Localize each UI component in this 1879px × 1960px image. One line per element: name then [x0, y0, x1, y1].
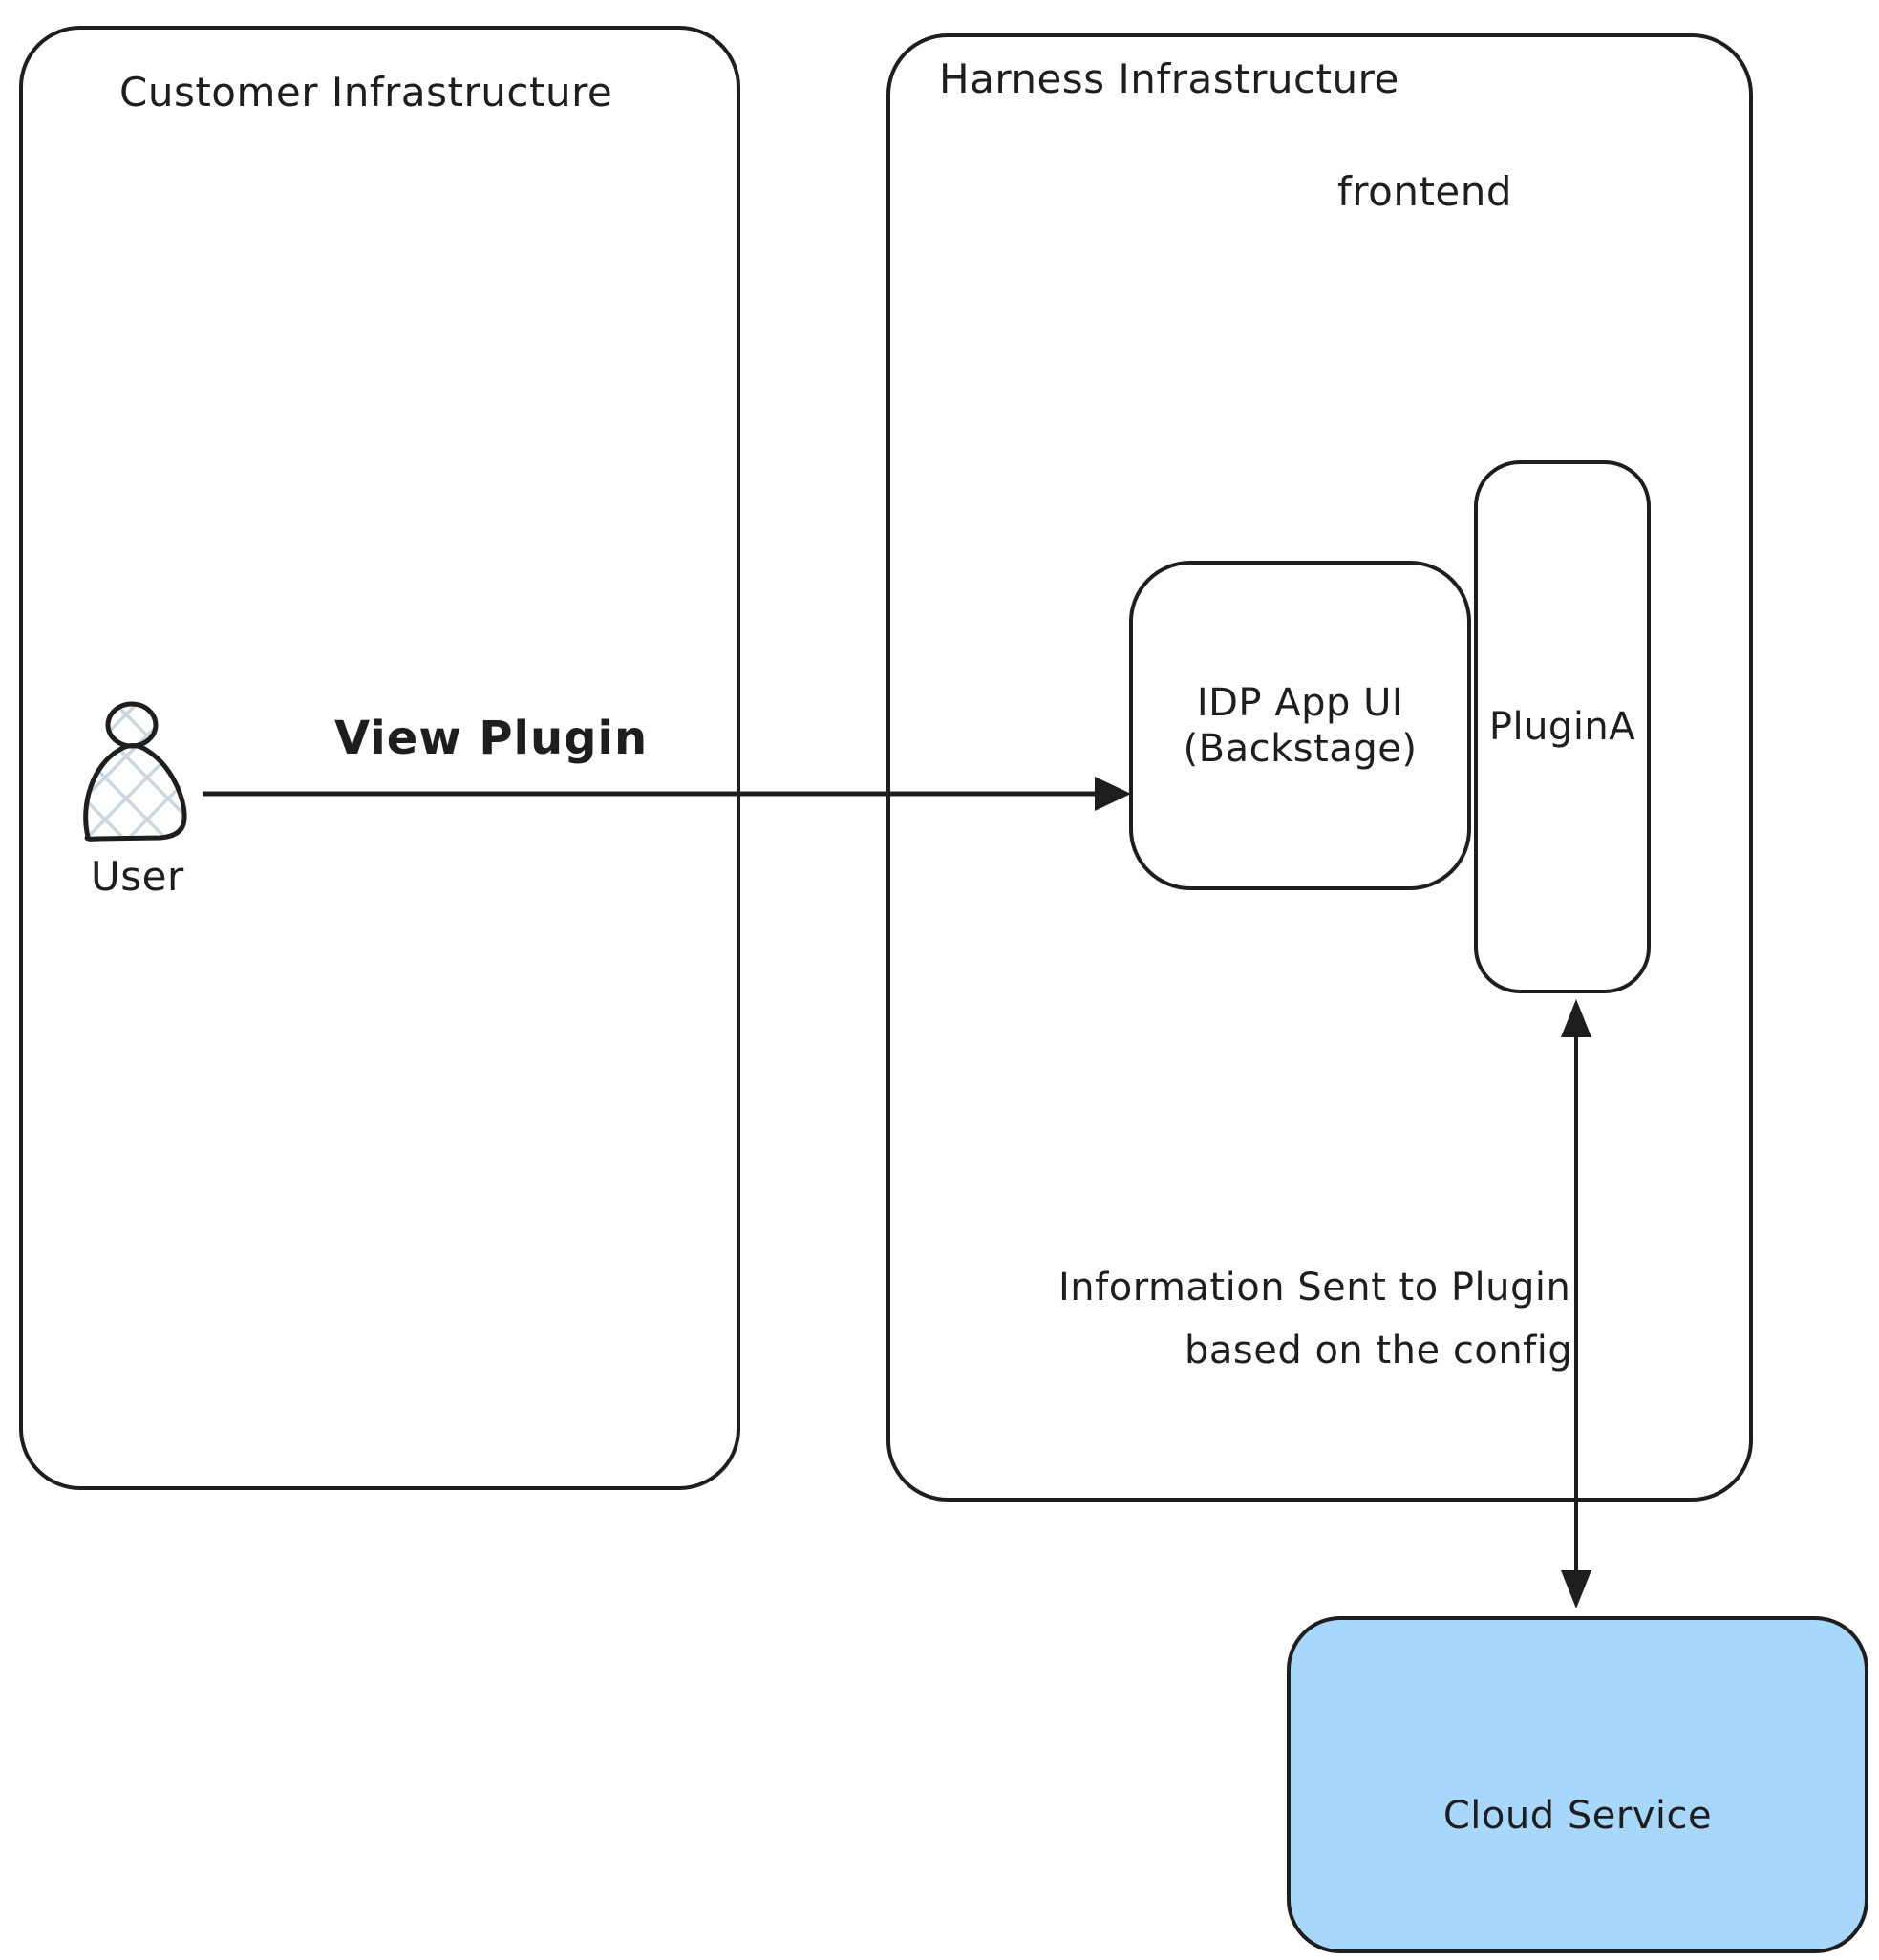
info-sent-edge-label-line1: Information Sent to Plugin: [1058, 1266, 1571, 1310]
view-plugin-edge-label: View Plugin: [334, 712, 649, 765]
plugin-a-label: PluginA: [1488, 705, 1636, 749]
info-sent-edge-label-line2: based on the config: [1185, 1329, 1573, 1373]
plugin-a-node: PluginA: [1474, 460, 1651, 993]
frontend-label: frontend: [1337, 168, 1513, 215]
cloud-service-label: Cloud Service: [1442, 1793, 1713, 1838]
user-icon: [83, 701, 187, 842]
view-plugin-arrow: [203, 777, 1131, 811]
harness-infrastructure-title: Harness Infrastructure: [939, 55, 1399, 102]
plugin-cloud-arrow: [1561, 999, 1591, 1608]
idp-app-ui-label-line2: (Backstage): [1183, 726, 1418, 771]
user-label: User: [91, 853, 184, 900]
idp-app-ui-node: IDP App UI (Backstage): [1129, 561, 1471, 890]
customer-infrastructure-title: Customer Infrastructure: [119, 69, 613, 116]
idp-app-ui-label-line1: IDP App UI: [1196, 680, 1404, 725]
idp-app-ui-label: IDP App UI (Backstage): [1133, 565, 1467, 886]
cloud-service-node: Cloud Service: [1287, 1616, 1868, 1953]
